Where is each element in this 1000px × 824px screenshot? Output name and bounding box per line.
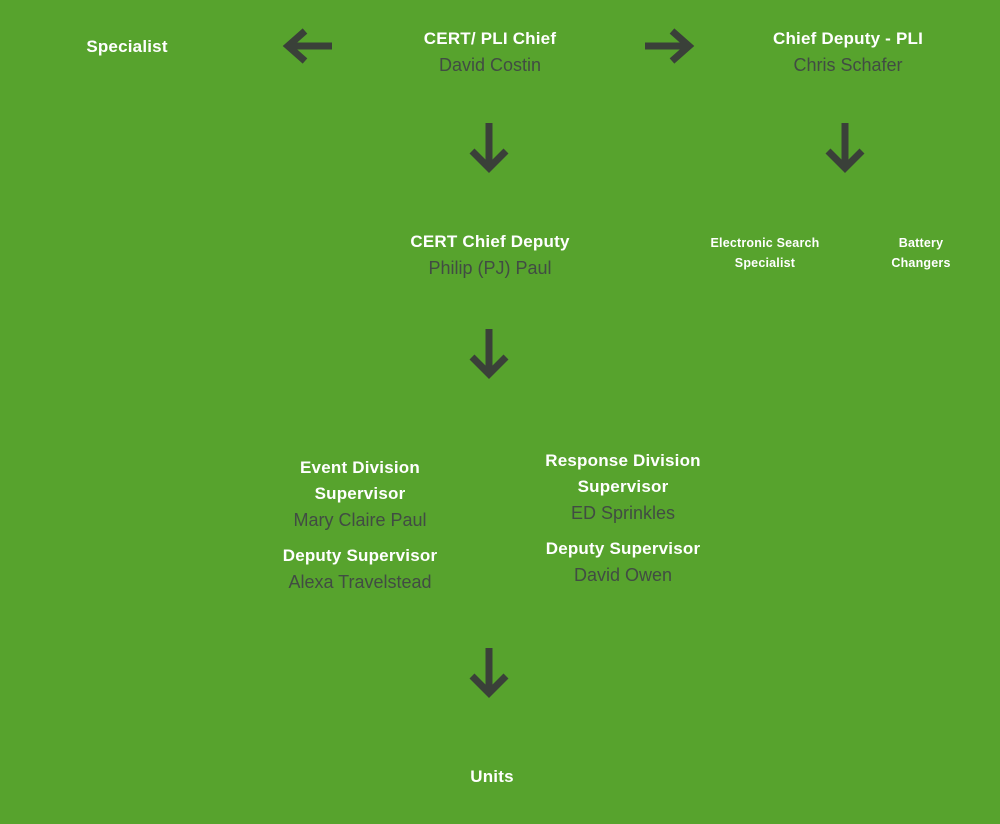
node-person-name: Philip (PJ) Paul bbox=[428, 258, 552, 278]
node-title: CERT Chief Deputy bbox=[410, 232, 570, 251]
specialist-label: Specialist bbox=[86, 37, 168, 56]
node-person-name: ED Sprinkles bbox=[570, 503, 676, 523]
node-event-division-supervisor: Event Division Supervisor Mary Claire Pa… bbox=[283, 455, 438, 595]
arrow-left-icon bbox=[281, 27, 333, 70]
node-person-name: David Costin bbox=[438, 55, 542, 75]
spacer bbox=[545, 526, 701, 536]
node-title-line1: Battery bbox=[898, 236, 944, 250]
node-title-line2: Supervisor bbox=[314, 484, 406, 503]
node-title-line2: Supervisor bbox=[577, 477, 669, 496]
node-cert-pli-chief: CERT/ PLI Chief David Costin bbox=[424, 26, 556, 78]
node-cert-chief-deputy: CERT Chief Deputy Philip (PJ) Paul bbox=[410, 229, 569, 281]
node-title-line1: Electronic Search bbox=[710, 236, 820, 250]
units-label: Units bbox=[470, 767, 514, 786]
spacer bbox=[283, 533, 438, 543]
deputy-title: Deputy Supervisor bbox=[545, 539, 701, 558]
node-title-line1: Event Division bbox=[300, 458, 420, 477]
arrow-down-icon bbox=[467, 647, 511, 708]
node-title: CERT/ PLI Chief bbox=[423, 29, 557, 48]
arrow-down-icon bbox=[467, 328, 511, 389]
arrow-down-icon bbox=[467, 122, 511, 183]
deputy-title: Deputy Supervisor bbox=[282, 546, 438, 565]
deputy-person-name: David Owen bbox=[573, 565, 673, 585]
node-title-line2: Changers bbox=[891, 256, 951, 270]
arrow-right-icon bbox=[644, 27, 696, 70]
node-title-line2: Specialist bbox=[734, 256, 796, 270]
node-electronic-search-specialist: Electronic Search Specialist bbox=[710, 233, 819, 273]
deputy-person-name: Alexa Travelstead bbox=[288, 572, 432, 592]
node-chief-deputy-pli: Chief Deputy - PLI Chris Schafer bbox=[773, 26, 923, 78]
arrow-down-icon bbox=[823, 122, 867, 183]
node-person-name: Chris Schafer bbox=[793, 55, 903, 75]
node-title: Chief Deputy - PLI bbox=[773, 29, 923, 48]
node-battery-changers: Battery Changers bbox=[891, 233, 950, 273]
node-title-line1: Response Division bbox=[545, 451, 701, 470]
node-person-name: Mary Claire Paul bbox=[293, 510, 427, 530]
node-response-division-supervisor: Response Division Supervisor ED Sprinkle… bbox=[545, 448, 701, 588]
